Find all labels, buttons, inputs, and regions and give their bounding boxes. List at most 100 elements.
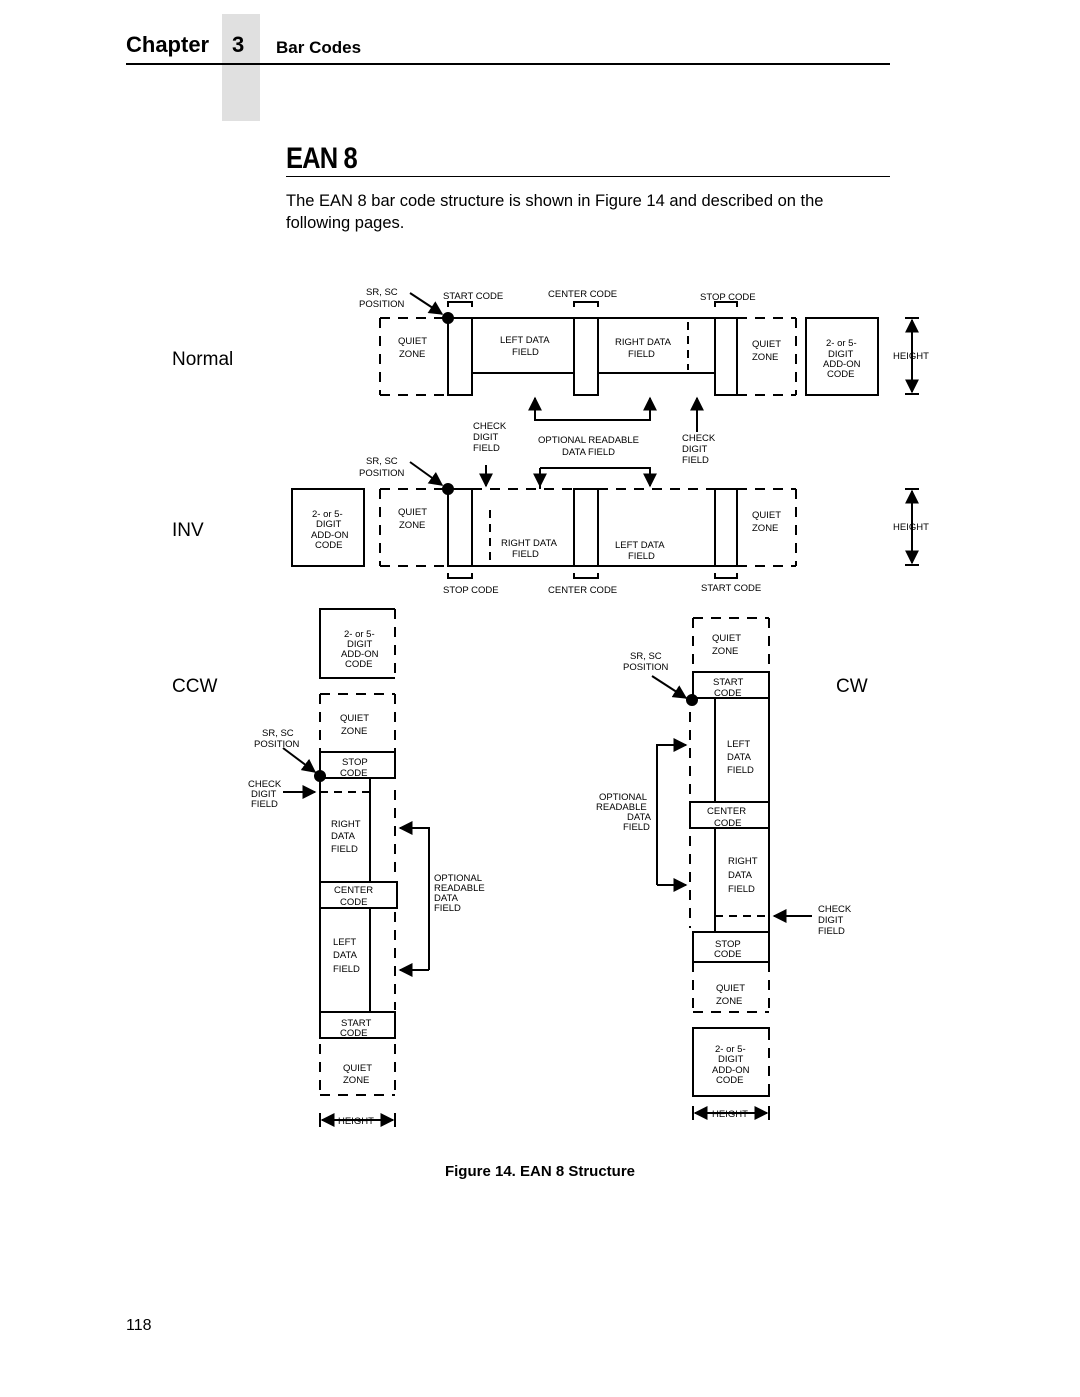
label-center-code: CENTER CODE — [548, 585, 617, 596]
label-height: HEIGHT — [893, 522, 929, 533]
label-zone: ZONE — [399, 520, 425, 531]
label-right: RIGHT — [331, 819, 361, 830]
orientation-normal: Normal — [172, 349, 233, 370]
label-addon-1: 2- or 5- — [344, 629, 375, 640]
label-sr-sc: SR, SC — [366, 287, 398, 298]
label-zone: ZONE — [752, 352, 778, 363]
label-start-code: START CODE — [443, 291, 503, 302]
label-zone: ZONE — [712, 646, 738, 657]
label-stop-code: STOP CODE — [443, 585, 499, 596]
label-addon-1: 2- or 5- — [312, 509, 343, 520]
label-check: CHECK — [473, 421, 507, 432]
figure-caption: Figure 14. EAN 8 Structure — [444, 1163, 636, 1180]
label-field: FIELD — [434, 903, 461, 914]
label-addon-1: 2- or 5- — [715, 1044, 746, 1055]
label-field: FIELD — [512, 347, 539, 358]
label-height: HEIGHT — [338, 1116, 374, 1127]
label-position: POSITION — [359, 299, 405, 310]
orientation-inv: INV — [172, 520, 204, 541]
label-sr-sc: SR, SC — [262, 728, 294, 739]
label-quiet: QUIET — [340, 713, 369, 724]
label-left: LEFT — [727, 739, 750, 750]
label-quiet: QUIET — [398, 336, 427, 347]
label-data: DATA — [434, 893, 459, 904]
label-quiet: QUIET — [752, 339, 781, 350]
label-start: START — [713, 677, 743, 688]
label-field: FIELD — [251, 799, 278, 810]
label-height: HEIGHT — [712, 1109, 748, 1120]
chapter-label: Chapter — [126, 32, 210, 57]
intro-paragraph: The EAN 8 bar code structure is shown in… — [286, 192, 824, 232]
ean8-structure-figure: Normal INV — [172, 287, 929, 1127]
label-addon-3: ADD-ON — [311, 530, 349, 541]
page-number: 118 — [126, 1317, 152, 1334]
label-field: FIELD — [628, 551, 655, 562]
label-field: FIELD — [331, 844, 358, 855]
section-rule — [286, 176, 890, 177]
label-addon-2: DIGIT — [347, 639, 373, 650]
label-data: DATA — [333, 950, 358, 961]
label-position: POSITION — [623, 662, 669, 673]
header-rule — [126, 63, 890, 65]
label-start: START — [341, 1018, 371, 1029]
label-data: DATA — [627, 812, 652, 823]
label-digit: DIGIT — [251, 789, 277, 800]
label-check: CHECK — [248, 779, 282, 790]
label-data: DATA — [728, 870, 753, 881]
label-right-data: RIGHT DATA — [501, 538, 558, 549]
label-digit: DIGIT — [473, 432, 499, 443]
label-field: FIELD — [473, 443, 500, 454]
label-field: FIELD — [628, 349, 655, 360]
label-left-data: LEFT DATA — [615, 540, 665, 551]
label-digit: DIGIT — [682, 444, 708, 455]
chapter-tab — [222, 14, 260, 121]
label-addon-3: ADD-ON — [823, 359, 861, 370]
label-field: FIELD — [818, 926, 845, 937]
label-code: CODE — [340, 897, 367, 908]
label-field: FIELD — [623, 822, 650, 833]
label-optional: OPTIONAL — [434, 873, 482, 884]
label-addon-4: CODE — [345, 659, 372, 670]
label-left: LEFT — [333, 937, 356, 948]
label-zone: ZONE — [399, 349, 425, 360]
label-data: DATA — [727, 752, 752, 763]
label-addon-4: CODE — [827, 369, 854, 380]
label-digit: DIGIT — [818, 915, 844, 926]
label-position: POSITION — [254, 739, 300, 750]
chapter-title: Bar Codes — [276, 38, 362, 57]
label-code: CODE — [714, 818, 741, 829]
orientation-cw: CW — [836, 676, 868, 697]
label-code: CODE — [340, 1028, 367, 1039]
label-center: CENTER — [334, 885, 373, 896]
label-field: FIELD — [682, 455, 709, 466]
label-stop: STOP — [342, 757, 368, 768]
chapter-number: 3 — [232, 32, 245, 57]
label-position: POSITION — [359, 468, 405, 479]
label-code: CODE — [340, 768, 367, 779]
label-addon-3: ADD-ON — [341, 649, 379, 660]
label-addon-2: DIGIT — [718, 1054, 744, 1065]
label-quiet: QUIET — [398, 507, 427, 518]
label-right-data: RIGHT DATA — [615, 337, 672, 348]
label-left-data: LEFT DATA — [500, 335, 550, 346]
label-readable: READABLE — [596, 802, 647, 813]
label-quiet: QUIET — [752, 510, 781, 521]
label-addon-4: CODE — [716, 1075, 743, 1086]
label-zone: ZONE — [716, 996, 742, 1007]
label-addon-2: DIGIT — [316, 519, 342, 530]
label-center: CENTER — [707, 806, 746, 817]
label-optional: OPTIONAL — [599, 792, 647, 803]
label-addon-4: CODE — [315, 540, 342, 551]
label-field: FIELD — [512, 549, 539, 560]
label-sr-sc: SR, SC — [366, 456, 398, 467]
label-field: FIELD — [333, 964, 360, 975]
label-zone: ZONE — [752, 523, 778, 534]
label-height: HEIGHT — [893, 351, 929, 362]
label-addon-1: 2- or 5- — [826, 338, 857, 349]
section-title: EAN 8 — [286, 142, 358, 175]
label-stop-code: STOP CODE — [700, 292, 756, 303]
label-code: CODE — [714, 949, 741, 960]
label-quiet: QUIET — [343, 1063, 372, 1074]
label-addon-2: DIGIT — [828, 349, 854, 360]
label-check: CHECK — [818, 904, 852, 915]
